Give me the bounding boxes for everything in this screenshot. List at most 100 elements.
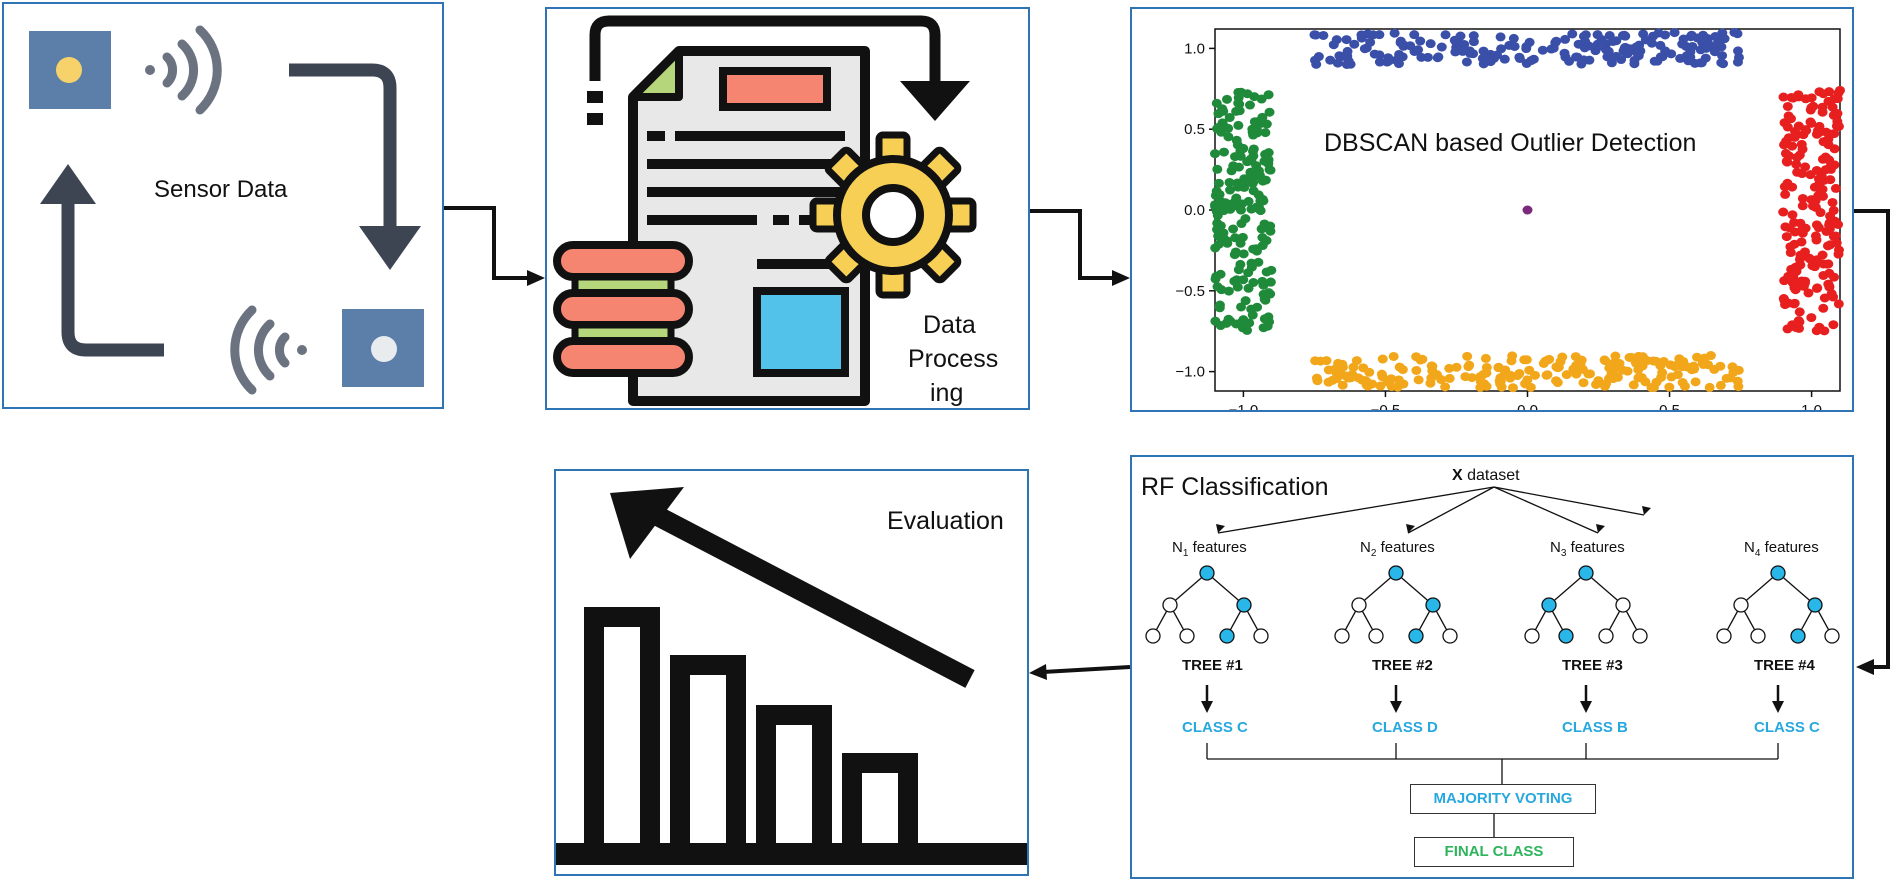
scatter-point	[1699, 353, 1710, 363]
scatter-point	[1331, 368, 1342, 378]
tree-node	[1179, 628, 1195, 644]
arrowhead-icon	[1216, 524, 1225, 533]
scatter-point	[1794, 323, 1805, 333]
tree-edge	[1395, 572, 1434, 606]
evaluation-panel: Evaluation	[554, 469, 1029, 876]
scatter-point	[1362, 29, 1373, 39]
scatter-point	[1466, 373, 1477, 383]
tree-edge	[1206, 572, 1245, 606]
scatter-point	[1646, 38, 1657, 48]
scatter-point	[1242, 325, 1253, 335]
bar-chart-icon	[584, 607, 918, 863]
scatter-point	[1789, 132, 1800, 142]
scatter-point	[1235, 205, 1246, 215]
scatter-point	[1715, 361, 1726, 371]
scatter-point	[1376, 369, 1387, 379]
scatter-point	[1812, 126, 1823, 136]
scatter-point	[1646, 382, 1657, 392]
scatter-point	[1232, 282, 1243, 292]
scatter-point	[1567, 29, 1578, 39]
arrowhead-icon	[1406, 524, 1415, 533]
scatter-point	[1592, 39, 1603, 49]
scatter-point	[1794, 317, 1805, 327]
scatter-point	[1397, 365, 1408, 375]
tree-node	[1750, 628, 1766, 644]
scatter-point	[1411, 365, 1422, 375]
scatter-point	[1789, 299, 1800, 309]
scatter-point	[1553, 362, 1564, 372]
scatter-point	[1386, 374, 1397, 384]
scatter-point	[1681, 41, 1692, 51]
scatter-point	[1499, 54, 1510, 64]
scatter-point	[1652, 56, 1663, 66]
scatter-point	[1525, 382, 1536, 392]
arrowhead-icon	[1390, 701, 1402, 713]
scatter-point	[1369, 49, 1380, 59]
scatter-point	[1260, 128, 1271, 138]
tree-4-class: CLASS C	[1754, 719, 1820, 736]
scatter-point	[1793, 121, 1804, 131]
scatter-point	[1212, 282, 1223, 292]
y-tick-label: 0.0	[1184, 202, 1205, 219]
tree-node	[1368, 628, 1384, 644]
scatter-point	[1242, 157, 1253, 167]
scatter-point	[1828, 205, 1839, 215]
scatter-point	[1546, 44, 1557, 54]
tree-node	[1716, 628, 1732, 644]
y-tick-label: −0.5	[1175, 283, 1205, 300]
scatter-point	[1619, 30, 1630, 40]
scatter-point	[1409, 30, 1420, 40]
scatter-point	[1238, 249, 1249, 259]
scatter-point	[1233, 265, 1244, 275]
scatter-point	[1669, 28, 1680, 38]
scatter-point	[1478, 59, 1489, 69]
scatter-point	[1733, 365, 1744, 375]
scatter-point	[1309, 55, 1320, 65]
scatter-point	[1526, 56, 1537, 66]
data-processing-title-line-2: Process	[908, 345, 999, 373]
scatter-point	[1413, 45, 1424, 55]
scatter-point	[1803, 288, 1814, 298]
tree-node	[1733, 597, 1749, 613]
scatter-point	[1342, 51, 1353, 61]
scatter-point	[1210, 316, 1221, 326]
scatter-point	[1242, 89, 1253, 99]
scatter-point	[1345, 59, 1356, 69]
scatter-point	[1231, 135, 1242, 145]
scatter-point	[1796, 139, 1807, 149]
scatter-point	[1778, 92, 1789, 102]
sensor-data-panel: Sensor Data	[2, 2, 444, 409]
scatter-point	[1522, 205, 1533, 215]
scatter-point	[1790, 227, 1801, 237]
scatter-point	[1243, 283, 1254, 293]
scatter-point	[1551, 376, 1562, 386]
scatter-point	[1236, 302, 1247, 312]
scatter-point	[1790, 262, 1801, 272]
scatter-point	[1801, 126, 1812, 136]
scatter-point	[1509, 41, 1520, 51]
scatter-point	[1252, 302, 1263, 312]
scatter-point	[1457, 46, 1468, 56]
scatter-point	[1450, 36, 1461, 46]
scatter-point	[1236, 219, 1247, 229]
data-processing-title-line-3: ing	[930, 379, 964, 407]
scatter-point	[1811, 220, 1822, 230]
tree-edge	[1358, 572, 1397, 606]
scatter-point	[1349, 39, 1360, 49]
scatter-point	[1389, 28, 1400, 38]
scatter-point	[1785, 248, 1796, 258]
tree-2-class: CLASS D	[1372, 719, 1438, 736]
tree-node	[1615, 597, 1631, 613]
evaluation-title: Evaluation	[887, 507, 1004, 535]
scatter-point	[1218, 147, 1229, 157]
majority-voting-box: MAJORITY VOTING	[1410, 784, 1596, 814]
scatter-point	[1332, 58, 1343, 68]
scatter-point	[1374, 30, 1385, 40]
scatter-point	[1629, 55, 1640, 65]
scatter-point	[1495, 373, 1506, 383]
scatter-point	[1797, 193, 1808, 203]
tree-node	[1558, 628, 1574, 644]
scatter-point	[1212, 164, 1223, 174]
scatter-point	[1653, 28, 1664, 38]
sensor-data-title: Sensor Data	[154, 176, 288, 203]
